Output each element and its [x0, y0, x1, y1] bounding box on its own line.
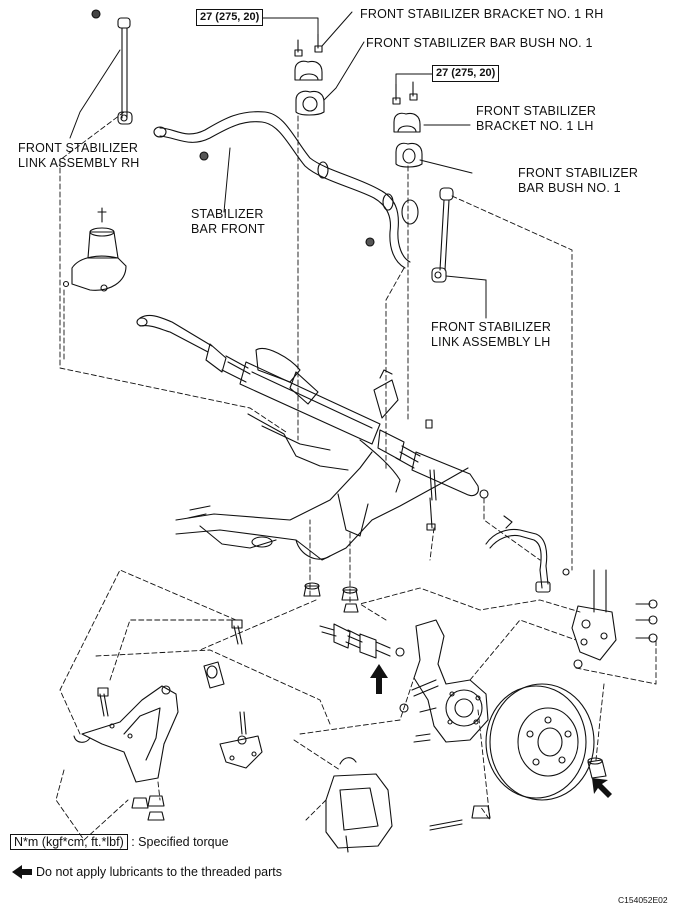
front-disc-brake-caliper — [325, 757, 393, 853]
front-shock-absorber — [571, 569, 658, 669]
steering-gear-assembly — [136, 314, 489, 499]
legend-arrow-text: Do not apply lubricants to the threaded … — [36, 865, 282, 879]
no-lubricant-arrow-icon — [370, 664, 388, 694]
torque-spec-box-lh: 27 (275, 20) — [432, 65, 500, 82]
legend-torque-text: : Specified torque — [131, 835, 229, 849]
front-drive-shaft — [319, 623, 405, 659]
label-bar-front-line2: BAR FRONT — [191, 222, 266, 236]
hub-nut — [587, 757, 607, 779]
label-link-rh-line1: FRONT STABILIZER — [18, 141, 139, 155]
label-bush-lh-line1: FRONT STABILIZER — [518, 166, 639, 180]
lower-ball-joint — [219, 619, 263, 769]
lower-arm-fasteners — [131, 795, 165, 821]
label-link-lh-line2: LINK ASSEMBLY LH — [431, 335, 551, 349]
lower-arm-bush — [203, 661, 225, 689]
no-lubricant-arrow-icon — [592, 778, 612, 798]
figure-code: C154052E02 — [618, 895, 668, 905]
stabilizer-link-rh — [91, 9, 133, 125]
label-link-rh-line2: LINK ASSEMBLY RH — [18, 156, 140, 170]
bracket-lh-group — [392, 81, 423, 168]
steering-knuckle — [399, 619, 489, 743]
caliper-bolt — [429, 805, 491, 831]
legend-torque: N*m (kgf*cm, ft.*lbf) : Specified torque — [10, 834, 229, 850]
label-bush-lh-line2: BAR BUSH NO. 1 — [518, 181, 621, 195]
bracket-rh-group — [294, 33, 325, 116]
speed-sensor-harness — [485, 515, 570, 593]
stabilizer-link-lh — [431, 187, 454, 283]
front-disc-rotor — [485, 683, 595, 801]
assembly-reference-lines — [55, 111, 657, 841]
label-bracket-rh: FRONT STABILIZER BRACKET NO. 1 RH — [360, 7, 604, 21]
stabilizer-bar-front — [153, 111, 419, 269]
torque-spec-box-rh: 27 (275, 20) — [196, 9, 264, 26]
label-bracket-lh-line1: FRONT STABILIZER — [476, 104, 597, 118]
label-bush-upper: FRONT STABILIZER BAR BUSH NO. 1 — [366, 36, 593, 50]
label-leader-lines — [69, 11, 487, 319]
no-lubricant-arrow-icon — [12, 865, 32, 879]
label-bar-front-line1: STABILIZER — [191, 207, 264, 221]
front-lower-arm — [73, 685, 179, 783]
legend-torque-unit: N*m (kgf*cm, ft.*lbf) — [10, 834, 128, 850]
label-bracket-lh-line2: BRACKET NO. 1 LH — [476, 119, 594, 133]
label-link-lh-line1: FRONT STABILIZER — [431, 320, 552, 334]
engine-mount — [62, 207, 127, 292]
front-suspension-crossmember — [175, 413, 469, 561]
